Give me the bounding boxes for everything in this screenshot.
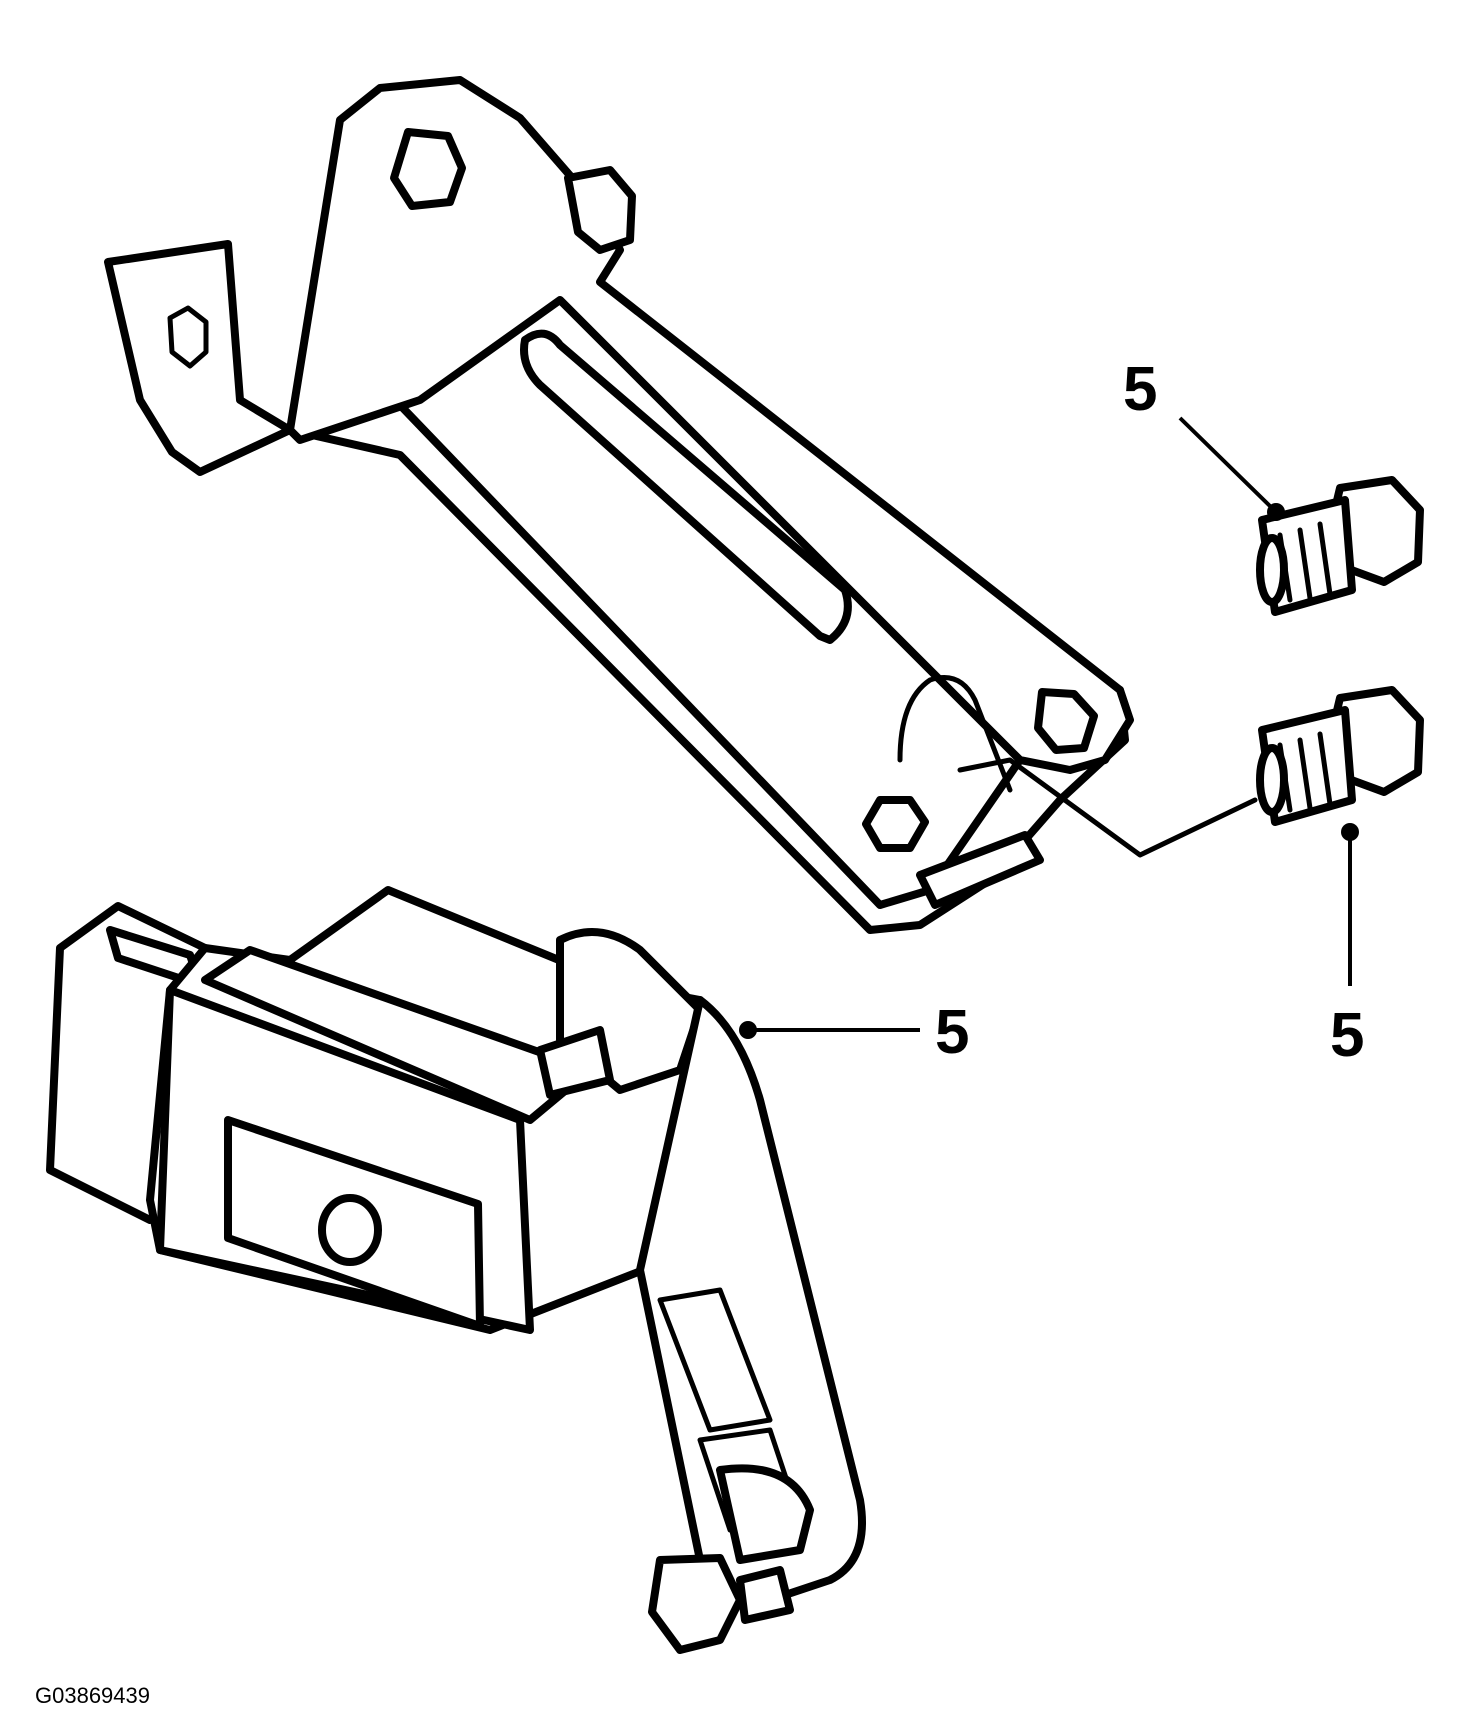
callout-label: 5 xyxy=(1123,355,1157,424)
callout-bracket-bolt-lower: 5 xyxy=(1330,823,1364,1070)
sensor-face-boss xyxy=(318,1194,382,1266)
level-sensor xyxy=(46,886,866,1654)
callout-sensor: 5 xyxy=(739,998,969,1067)
bracket-end-hole xyxy=(1034,688,1098,754)
callout-label: 5 xyxy=(935,998,969,1067)
figure-code: G03869439 xyxy=(35,1683,150,1708)
bracket-upper-hole xyxy=(390,128,466,210)
bolt-lower xyxy=(1256,686,1424,826)
mounting-bracket xyxy=(104,76,1258,934)
bolt-upper xyxy=(1256,476,1424,616)
callout-label: 5 xyxy=(1330,1001,1364,1070)
callout-bracket-bolt-upper: 5 xyxy=(1123,355,1285,521)
bracket-slot xyxy=(520,329,852,644)
